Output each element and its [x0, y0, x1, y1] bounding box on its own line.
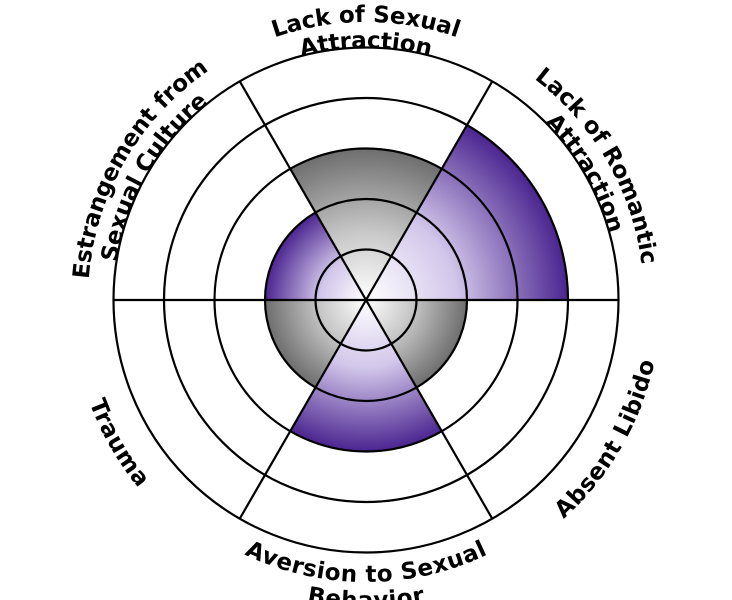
sector-lack-of-romantic-attraction — [366, 125, 568, 300]
sector-aversion-to-sexual-behavior — [290, 300, 442, 452]
filled-sectors — [265, 125, 568, 452]
sector-lack-of-sexual-attraction — [290, 148, 442, 300]
label-trauma: Trauma — [84, 395, 155, 492]
label-aversion-to-sexual-behavior: Aversion to Sexual — [242, 536, 490, 588]
label-aversion-to-sexual-behavior: Behavior — [306, 582, 427, 600]
label-lack-of-sexual-attraction: Attraction — [297, 27, 435, 61]
segment-dividers — [113, 80, 619, 520]
